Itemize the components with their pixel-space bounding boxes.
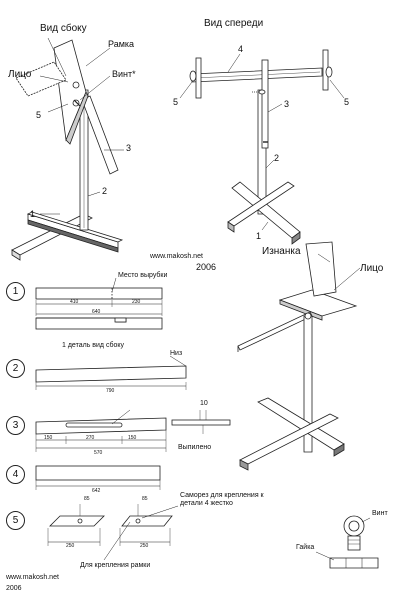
iso-back-label: Изнанка [262, 246, 301, 257]
part5-number-badge: 5 [6, 511, 25, 530]
front-view-stand [179, 49, 345, 245]
part3-cut-label: Выпилено [178, 444, 212, 451]
part2-drawing [35, 355, 187, 390]
part1-dim-b: 230 [132, 299, 141, 305]
part1-dim-total: 640 [92, 309, 101, 315]
part5-dim-right: 250 [140, 543, 149, 549]
part3-dim-total: 570 [94, 450, 103, 456]
part5-dim-small-left: 85 [84, 496, 90, 502]
side-view-stand [11, 37, 124, 261]
part5-screw-note: Саморез для крепления к детали 4 жестко [180, 492, 264, 508]
part1-cutout-label: Место вырубки [118, 272, 168, 279]
part2-dim-total: 790 [106, 388, 115, 394]
iso-face-label: Лицо [360, 263, 384, 274]
part4-number-badge: 4 [6, 465, 25, 484]
part4-drawing [35, 465, 161, 490]
part5-dim-left: 250 [66, 543, 75, 549]
side-face-label: Лицо [8, 69, 32, 80]
front-part5-left-label: 5 [173, 97, 179, 107]
part4-dim-total: 642 [92, 488, 101, 494]
part3-dim-slot: 270 [86, 435, 95, 441]
isometric-stand [237, 241, 361, 471]
part1-number-badge: 1 [6, 282, 25, 301]
side-part2-label: 2 [102, 186, 108, 196]
part3-dim-thickness: 10 [200, 400, 208, 407]
watermark-mid-year: 2006 [196, 262, 217, 272]
part5-drawing [47, 504, 179, 561]
front-part2-label: 2 [274, 153, 280, 163]
front-view-title: Вид спереди [204, 18, 264, 29]
part1-drawing [35, 277, 163, 330]
hardware-screw-label: Винт [372, 510, 388, 517]
front-part5-right-label: 5 [344, 97, 350, 107]
side-part5-label: 5 [36, 110, 42, 120]
part3-drawing [35, 409, 231, 452]
watermark-bottom-url: www.makosh.net [6, 574, 59, 581]
part1-dim-a: 410 [70, 299, 79, 305]
part5-dim-small-right: 85 [142, 496, 148, 502]
part5-frame-note: Для крепления рамки [80, 562, 151, 569]
hardware-nut-label: Гайка [296, 544, 315, 551]
side-part1-label: 1 [30, 209, 36, 219]
part3-dim-b: 150 [128, 435, 137, 441]
side-view-title: Вид сбоку [40, 23, 87, 34]
screw-nut-hardware [315, 515, 379, 569]
front-part4-label: 4 [238, 44, 244, 54]
watermark-mid-url: www.makosh.net [150, 253, 203, 260]
side-frame-label: Рамка [108, 39, 135, 49]
side-part3-label: 3 [126, 143, 132, 153]
part3-dim-a: 150 [44, 435, 53, 441]
front-part1-label: 1 [256, 231, 262, 241]
front-part3-label: 3 [284, 99, 290, 109]
part1-caption: 1 деталь вид сбоку [62, 342, 124, 349]
part2-number-badge: 2 [6, 359, 25, 378]
part2-bottom-label: Низ [170, 350, 183, 357]
watermark-bottom-year: 2006 [6, 585, 22, 592]
part3-number-badge: 3 [6, 416, 25, 435]
side-screw-label: Винт* [112, 69, 136, 79]
